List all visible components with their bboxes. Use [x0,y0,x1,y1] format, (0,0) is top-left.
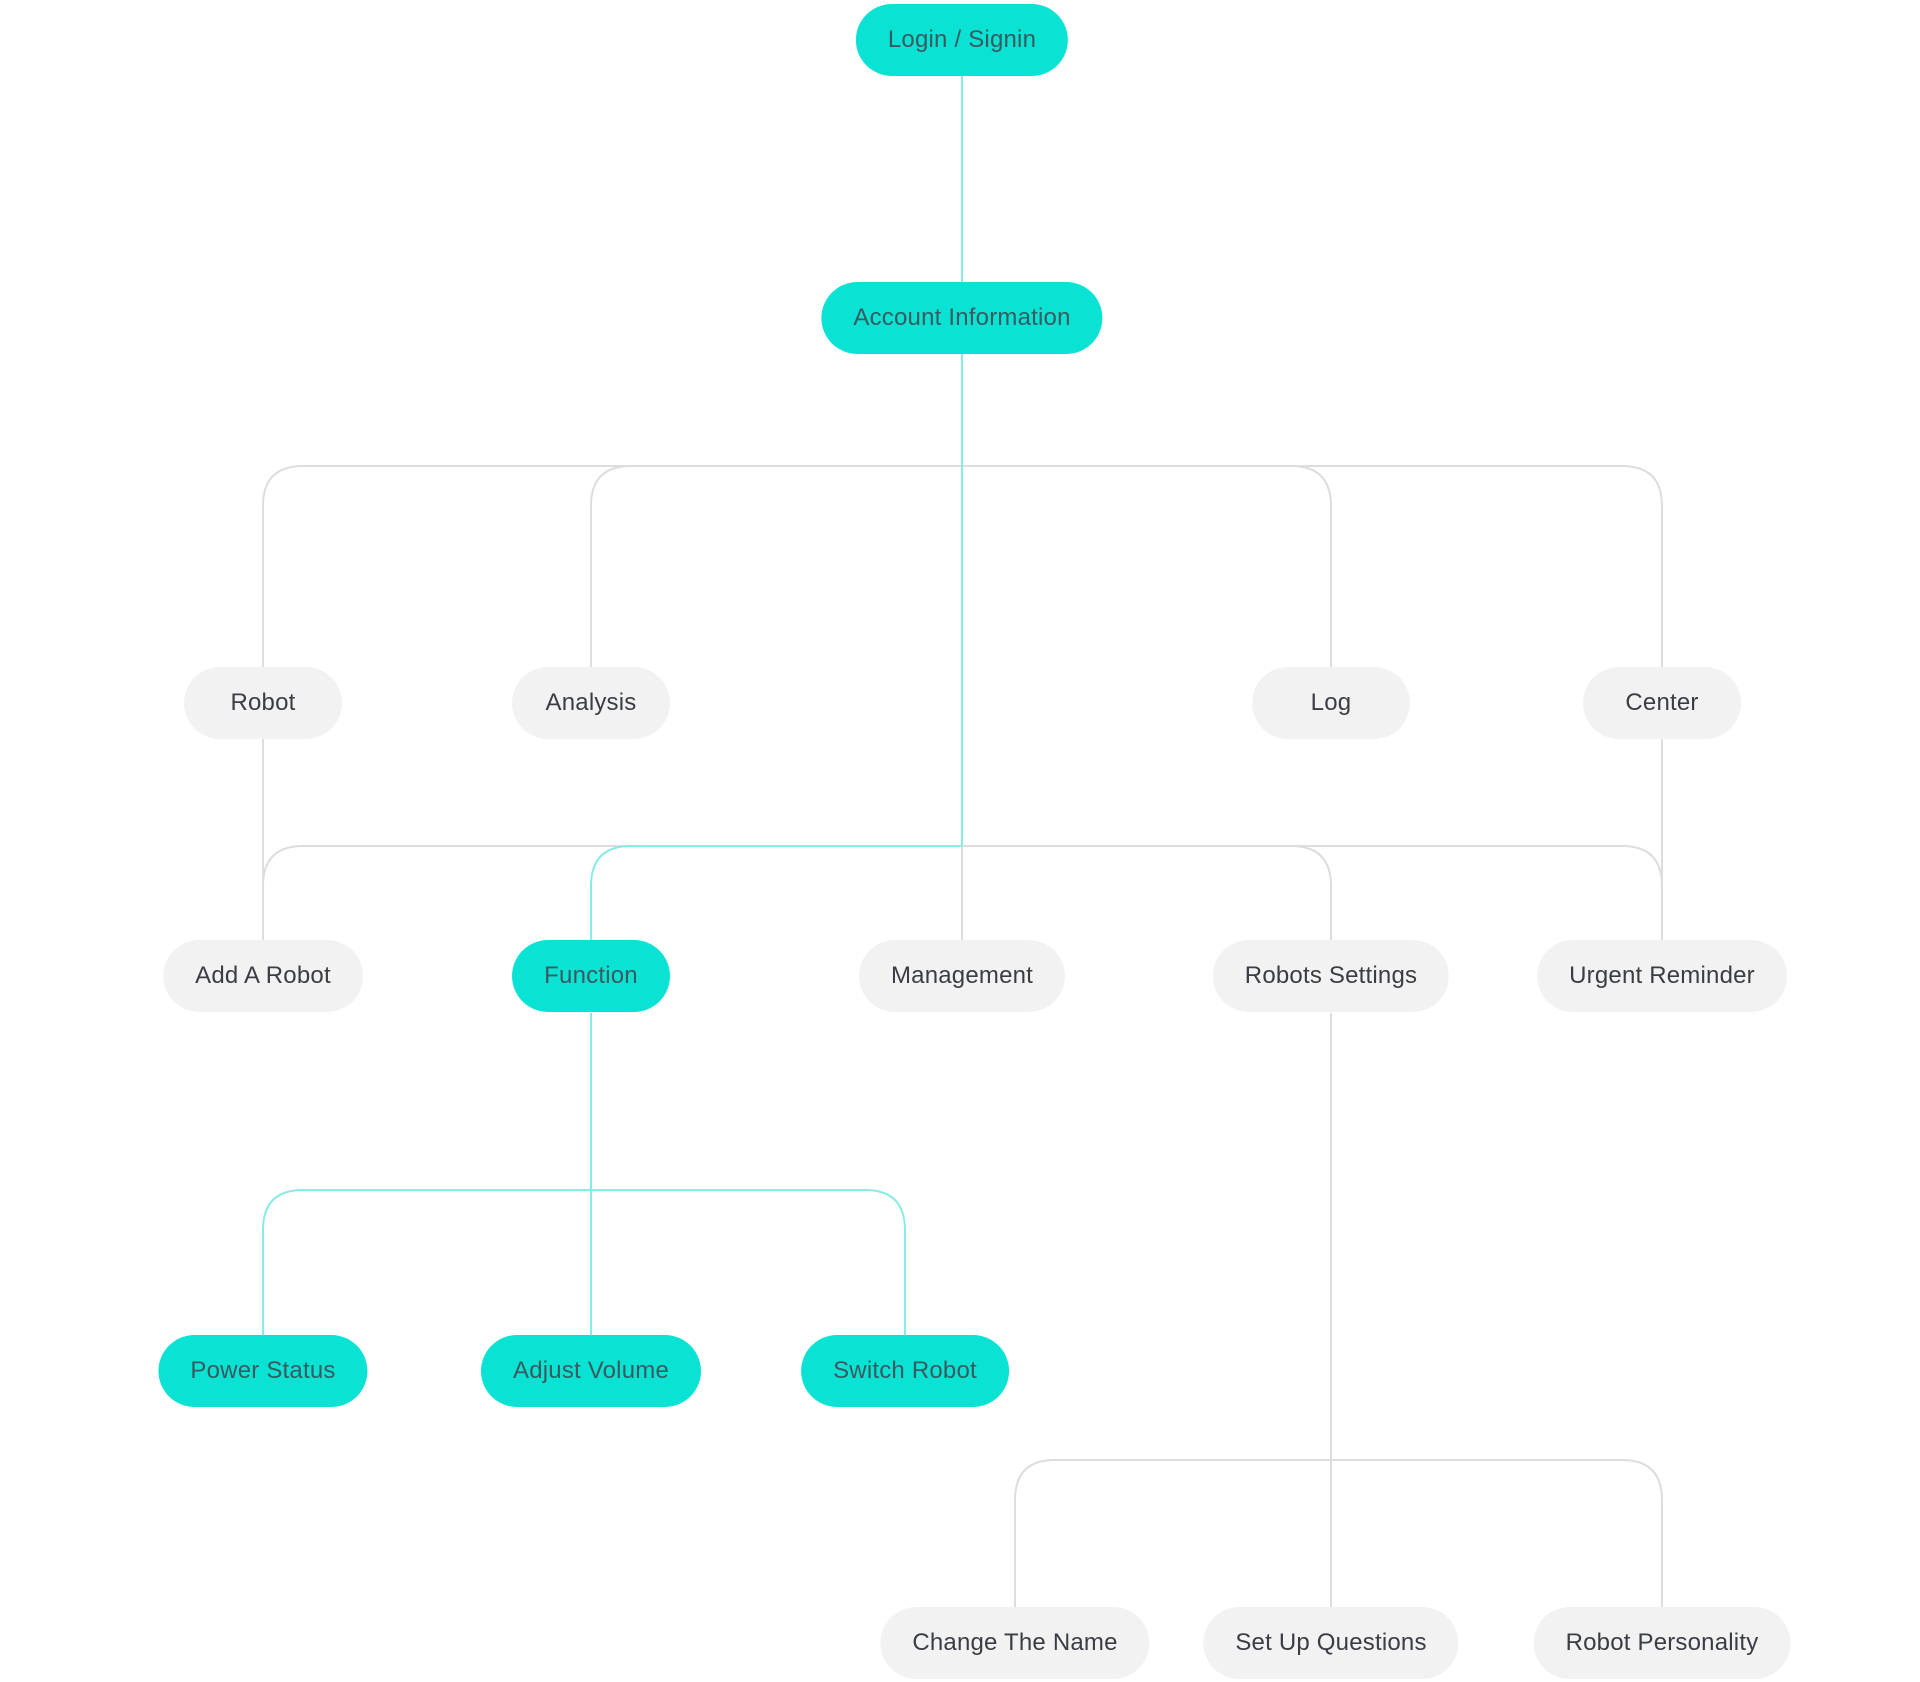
edge-account-urgent-reminder [962,845,1663,940]
node-set-up-questions[interactable]: Set Up Questions [1203,1607,1459,1679]
edge-account-analysis [590,465,962,667]
edge-account-function [590,845,962,940]
node-urgent-reminder[interactable]: Urgent Reminder [1537,940,1787,1012]
node-login-signin[interactable]: Login / Signin [855,4,1069,76]
edge-account-log [962,465,1332,667]
edge-account-add-a-robot [262,845,962,940]
node-log[interactable]: Log [1252,667,1410,739]
node-robots-settings[interactable]: Robots Settings [1212,940,1450,1012]
node-power-status[interactable]: Power Status [158,1335,368,1407]
node-analysis[interactable]: Analysis [512,667,670,739]
node-add-a-robot[interactable]: Add A Robot [163,940,363,1012]
node-switch-robot[interactable]: Switch Robot [801,1335,1009,1407]
node-adjust-volume[interactable]: Adjust Volume [480,1335,702,1407]
node-account-information[interactable]: Account Information [821,282,1103,354]
edge-robots-settings-change-the-name [1014,1459,1331,1607]
edge-account-robot [262,465,962,667]
node-management[interactable]: Management [858,940,1066,1012]
edge-account-robots-settings [962,845,1332,940]
node-center[interactable]: Center [1583,667,1741,739]
node-robot-personality[interactable]: Robot Personality [1533,1607,1791,1679]
edge-robots-settings-robot-personality [1331,1459,1663,1607]
edge-function-switch-robot [591,1189,906,1335]
node-robot[interactable]: Robot [184,667,342,739]
edge-account-center [962,465,1663,667]
node-function[interactable]: Function [512,940,670,1012]
edge-function-power-status [262,1189,591,1335]
node-change-the-name[interactable]: Change The Name [880,1607,1150,1679]
